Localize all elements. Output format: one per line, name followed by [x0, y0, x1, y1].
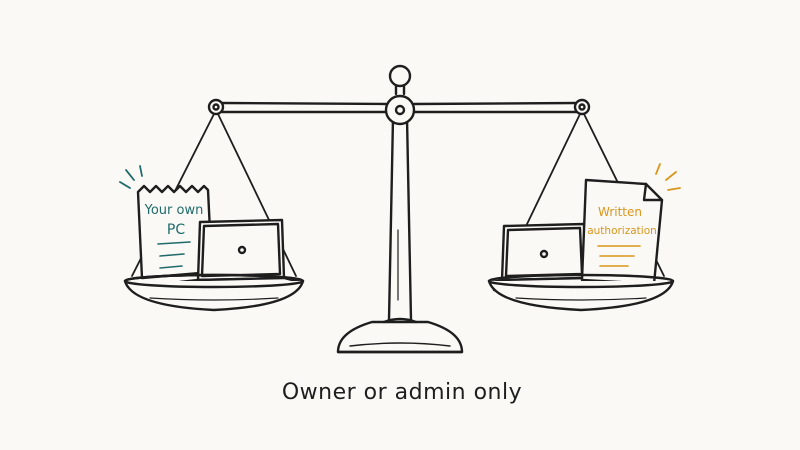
right-note-underlines	[597, 245, 641, 267]
right-pan	[487, 273, 675, 312]
caption: Owner or admin only	[282, 380, 522, 405]
scale-stand	[336, 64, 464, 354]
right-note-line-1: Written	[598, 205, 642, 219]
left-note-line-2: PC	[167, 222, 185, 238]
left-sparkle-icon	[119, 165, 143, 189]
left-note-underlines	[157, 241, 191, 269]
left-note-line-1: Your own	[144, 203, 204, 218]
right-note-paper	[580, 178, 664, 286]
scale-beam	[207, 98, 591, 116]
right-sparkle-icon	[655, 163, 681, 191]
right-note-line-2: authorization	[587, 225, 657, 237]
left-pan	[123, 273, 305, 312]
